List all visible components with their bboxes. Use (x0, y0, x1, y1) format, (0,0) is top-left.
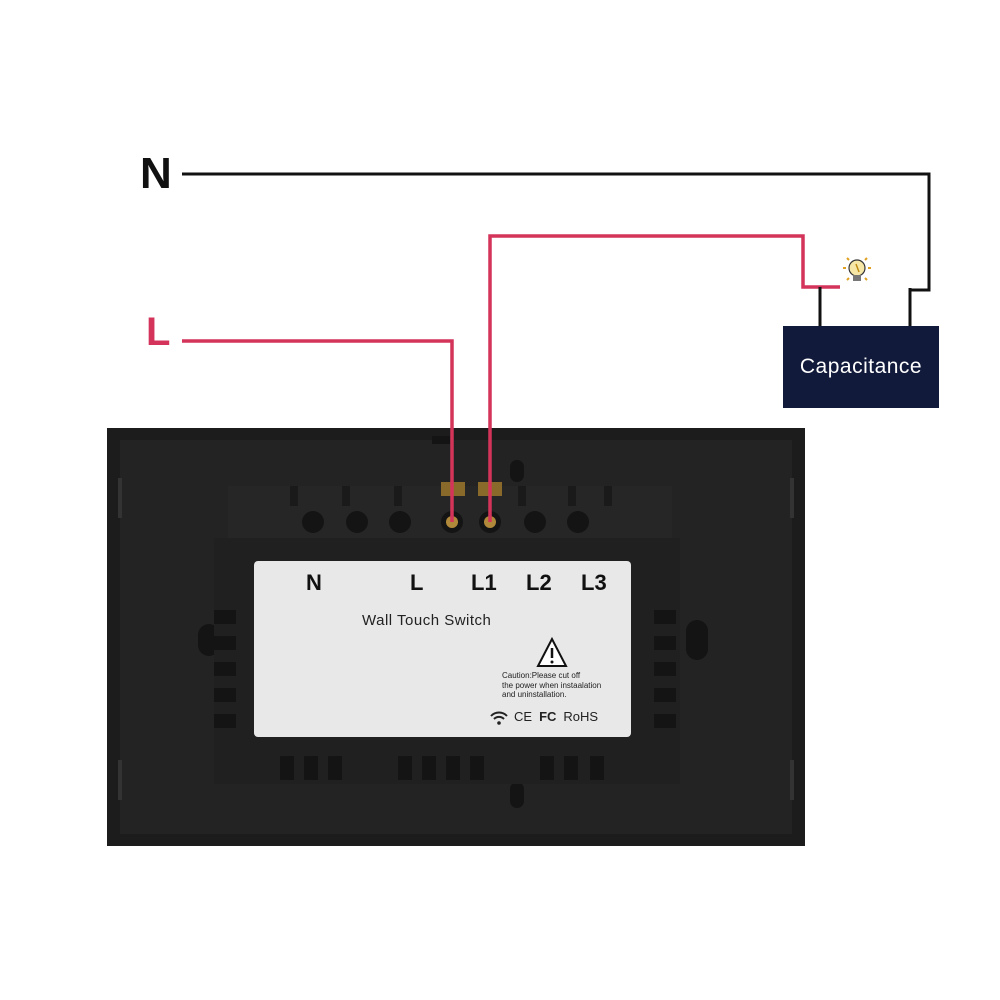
caution-line: Caution:Please cut off (502, 671, 581, 680)
line-label: L (146, 310, 171, 354)
switch-body (107, 428, 805, 846)
label-panel (254, 561, 631, 737)
terminal-label-l2: L2 (526, 570, 552, 595)
warning-triangle-icon (536, 636, 568, 667)
light-bulb-icon (843, 257, 871, 281)
capacitor-label: Capacitance (799, 355, 923, 378)
neutral-wire (182, 172, 931, 292)
caution-line: the power when instaalation (502, 680, 602, 690)
capacitor-box: Capacitance (783, 326, 939, 408)
caution-line: and uninstallation. (502, 690, 567, 699)
caution-text: Caution:Please cut off the power when in… (502, 671, 622, 700)
neutral-label: N (140, 149, 172, 198)
rohs-mark: RoHS (563, 709, 599, 724)
terminal-label-l: L (410, 570, 424, 595)
load-wire (488, 234, 840, 522)
terminal-label-l1: L1 (471, 570, 497, 595)
product-name: Wall Touch Switch (362, 612, 492, 629)
terminal-label-n: N (306, 570, 322, 595)
wifi-icon (490, 711, 508, 725)
terminal-label-l3: L3 (581, 570, 607, 595)
fc-mark: FC (539, 709, 557, 724)
ce-mark: CE (514, 709, 533, 724)
certification-marks: CE FC RoHS (489, 709, 598, 724)
line-wire (182, 339, 454, 522)
